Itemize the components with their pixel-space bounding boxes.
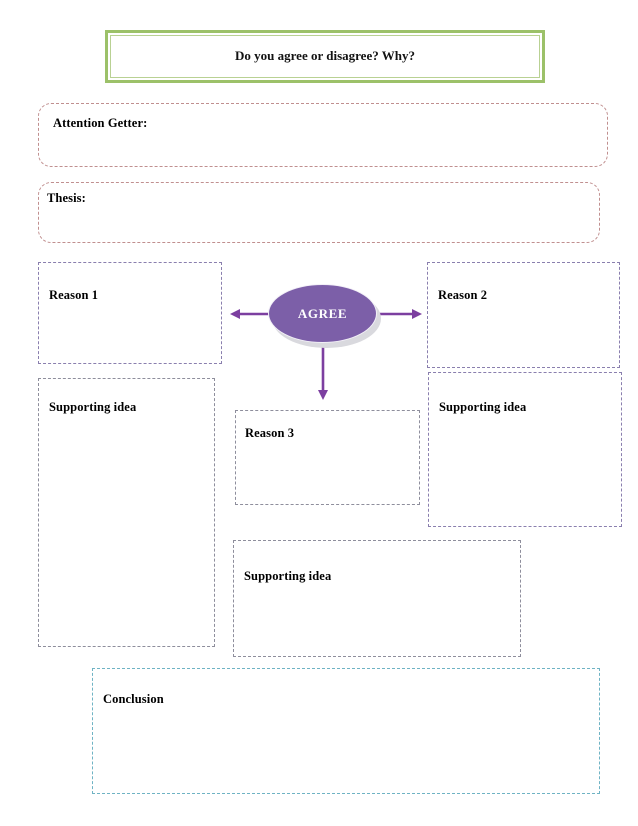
- arrow-down-icon: [318, 344, 328, 400]
- reason-3-label: Reason 3: [245, 426, 295, 440]
- agree-node[interactable]: AGREE: [268, 284, 381, 348]
- supporting-idea-right-box[interactable]: Supporting idea: [428, 372, 622, 527]
- supporting-idea-left-label: Supporting idea: [49, 400, 137, 414]
- supporting-idea-center-box[interactable]: Supporting idea: [233, 540, 521, 657]
- supporting-idea-right-label: Supporting idea: [439, 400, 527, 414]
- conclusion-box[interactable]: Conclusion: [92, 668, 600, 794]
- reason-1-label: Reason 1: [49, 288, 99, 302]
- attention-getter-box[interactable]: Attention Getter:: [38, 103, 608, 167]
- title-box-inner-border: Do you agree or disagree? Why?: [110, 35, 540, 78]
- conclusion-label: Conclusion: [103, 692, 164, 706]
- reason-3-box[interactable]: Reason 3: [235, 410, 420, 505]
- attention-getter-label: Attention Getter:: [53, 116, 148, 130]
- reason-2-label: Reason 2: [438, 288, 488, 302]
- agree-node-label: AGREE: [297, 305, 348, 321]
- supporting-idea-center-label: Supporting idea: [244, 569, 332, 583]
- page-title: Do you agree or disagree? Why?: [235, 48, 415, 63]
- arrow-left-icon: [230, 309, 273, 319]
- thesis-box[interactable]: Thesis:: [38, 182, 600, 243]
- title-box: Do you agree or disagree? Why?: [105, 30, 545, 83]
- arrow-right-icon: [377, 309, 422, 319]
- thesis-label: Thesis:: [47, 191, 86, 205]
- supporting-idea-left-box[interactable]: Supporting idea: [38, 378, 215, 647]
- reason-1-box[interactable]: Reason 1: [38, 262, 222, 364]
- reason-2-box[interactable]: Reason 2: [427, 262, 620, 368]
- agree-node-body[interactable]: AGREE: [268, 284, 377, 343]
